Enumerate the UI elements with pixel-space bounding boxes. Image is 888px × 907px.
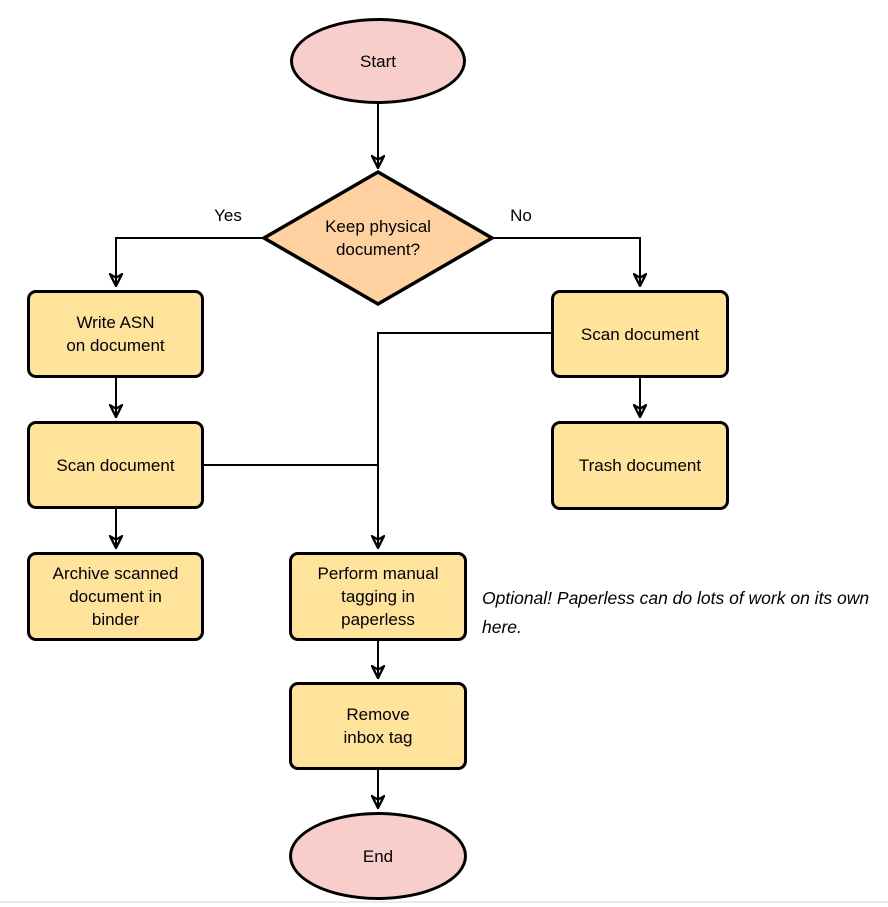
- edge-label-yes: Yes: [212, 206, 244, 226]
- bottom-divider: [0, 901, 888, 903]
- note-optional: Optional! Paperless can do lots of work …: [482, 588, 870, 637]
- node-decision-label: Keep physical document?: [325, 217, 431, 259]
- node-end-label: End: [362, 846, 394, 866]
- node-decision: Keep physical document?: [264, 172, 492, 304]
- edge-decision-yes: [116, 237, 264, 286]
- node-start: Start: [290, 18, 466, 104]
- decision-shape: [260, 169, 496, 307]
- node-scan-document-right: Scan document: [551, 290, 729, 378]
- node-remove-inbox-tag-label: Remove inbox tag: [343, 705, 413, 747]
- edge-decision-no: [492, 237, 640, 286]
- node-archive-binder: Archive scanned document in binder: [27, 552, 204, 641]
- node-scan-document-right-label: Scan document: [580, 324, 700, 344]
- node-remove-inbox-tag: Remove inbox tag: [289, 682, 467, 770]
- node-end: End: [289, 812, 467, 900]
- node-perform-tagging-label: Perform manual tagging in paperless: [317, 564, 439, 629]
- node-write-asn: Write ASN on document: [27, 290, 204, 378]
- node-trash-document-label: Trash document: [578, 456, 702, 475]
- node-archive-binder-label: Archive scanned document in binder: [52, 564, 179, 629]
- node-write-asn-label: Write ASN on document: [66, 313, 165, 355]
- node-start-label: Start: [360, 51, 396, 71]
- edge-label-no: No: [508, 206, 534, 226]
- node-trash-document: Trash document: [551, 421, 729, 510]
- node-scan-document-left: Scan document: [27, 421, 204, 509]
- edge-scanright-to-tagging: [378, 332, 551, 548]
- node-perform-tagging: Perform manual tagging in paperless: [289, 552, 467, 641]
- node-scan-document-left-label: Scan document: [56, 455, 175, 475]
